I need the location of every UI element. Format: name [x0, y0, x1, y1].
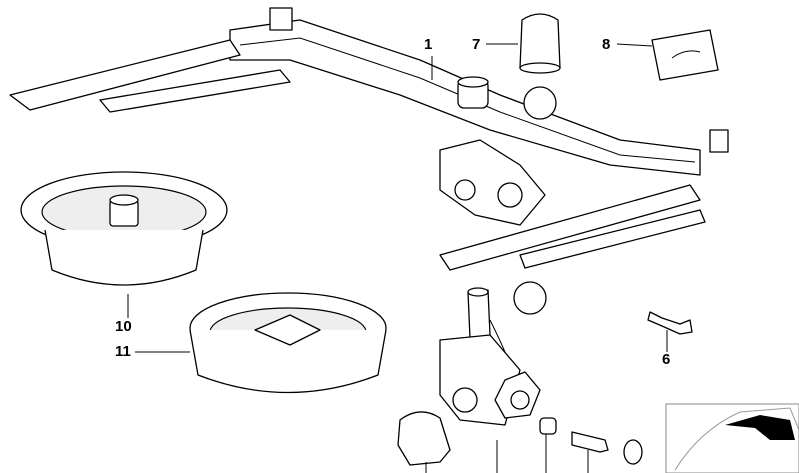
label-part-11: 11	[115, 343, 131, 360]
crossmember-part-1	[9, 7, 729, 271]
label-part-6: 6	[662, 351, 671, 368]
spare-wheel-tray-part-11	[189, 292, 387, 394]
spare-wheel-tray-part-10	[20, 171, 228, 286]
leader-lines	[127, 43, 668, 473]
vehicle-location-thumbnail	[665, 403, 799, 473]
plate-part-8	[651, 29, 719, 81]
key-part-6	[647, 311, 693, 335]
label-part-8: 8	[602, 36, 611, 53]
cap-part-7	[519, 13, 561, 74]
label-part-10: 10	[115, 318, 132, 335]
removable-ball-assembly	[439, 281, 547, 426]
label-part-7: 7	[472, 36, 481, 53]
lock-cylinder-part	[539, 417, 643, 465]
label-part-1: 1	[424, 36, 433, 53]
socket-part	[397, 411, 451, 466]
